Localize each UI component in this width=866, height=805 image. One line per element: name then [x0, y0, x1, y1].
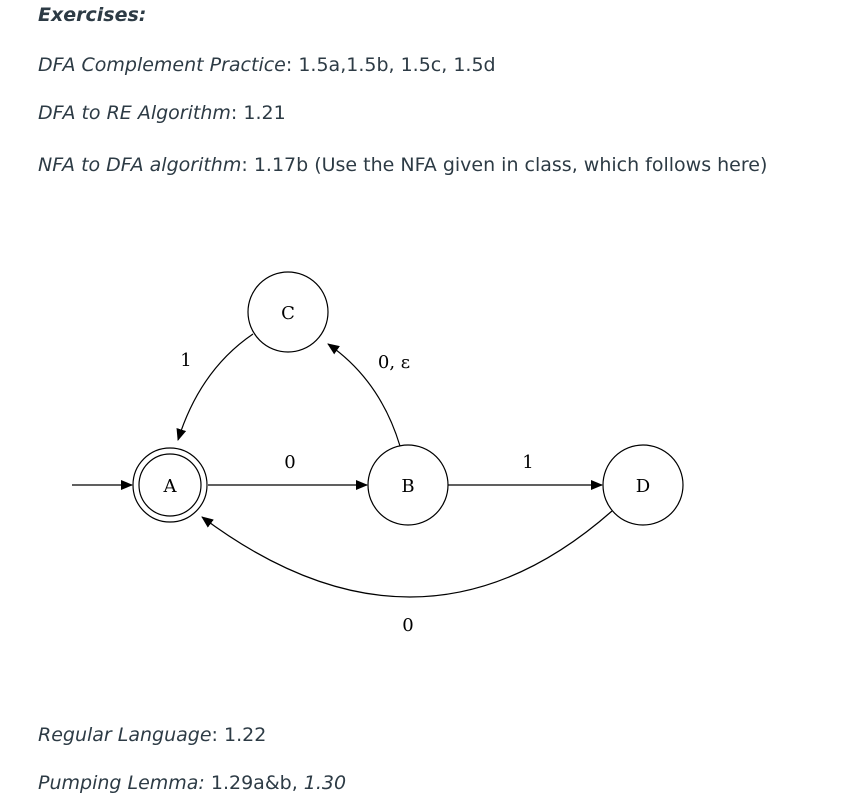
- items-extra: 1.30: [303, 772, 347, 794]
- state-a-inner: [138, 453, 202, 517]
- edge-c-a: [176, 333, 254, 441]
- topic: DFA to RE Algorithm: [38, 102, 231, 124]
- sep: :: [230, 102, 244, 124]
- items: 1.17b (Use the NFA given in class, which…: [253, 154, 768, 176]
- edge-b-d-label: 1: [522, 452, 533, 473]
- topic: Pumping Lemma:: [38, 772, 205, 794]
- items: 1.29a&b,: [204, 772, 304, 794]
- state-d-label: D: [636, 476, 650, 497]
- state-c: [247, 271, 329, 353]
- edge-a-b-label: 0: [284, 452, 295, 473]
- state-c-label: C: [281, 303, 295, 324]
- state-d: [602, 444, 684, 526]
- state-a-outer: [132, 447, 208, 523]
- exercise-line: Regular Language: 1.22: [38, 724, 266, 746]
- items: 1.21: [243, 102, 286, 124]
- edge-d-a: [201, 510, 613, 598]
- edge-c-a-label: 1: [180, 350, 191, 371]
- sep: :: [285, 54, 299, 76]
- exercises-heading: Exercises:: [38, 4, 147, 26]
- sep: :: [241, 154, 254, 176]
- topic: NFA to DFA algorithm: [38, 154, 242, 176]
- sep: :: [211, 724, 224, 746]
- exercise-line: Pumping Lemma: 1.29a&b, 1.30: [38, 772, 346, 794]
- exercise-line: NFA to DFA algorithm: 1.17b (Use the NFA…: [38, 154, 767, 176]
- edge-d-a-label: 0: [402, 615, 413, 636]
- items: 1.5a,1.5b, 1.5c, 1.5d: [298, 54, 496, 76]
- exercise-line: DFA Complement Practice: 1.5a,1.5b, 1.5c…: [38, 54, 496, 76]
- edge-b-c: [327, 343, 401, 447]
- exercise-line: DFA to RE Algorithm: 1.21: [38, 102, 286, 124]
- state-b: [367, 444, 449, 526]
- topic: Regular Language: [38, 724, 212, 746]
- topic: DFA Complement Practice: [38, 54, 286, 76]
- edge-b-c-label: 0, ε: [378, 352, 410, 373]
- items: 1.22: [224, 724, 267, 746]
- state-a-label: A: [163, 476, 178, 497]
- state-b-label: B: [401, 476, 414, 497]
